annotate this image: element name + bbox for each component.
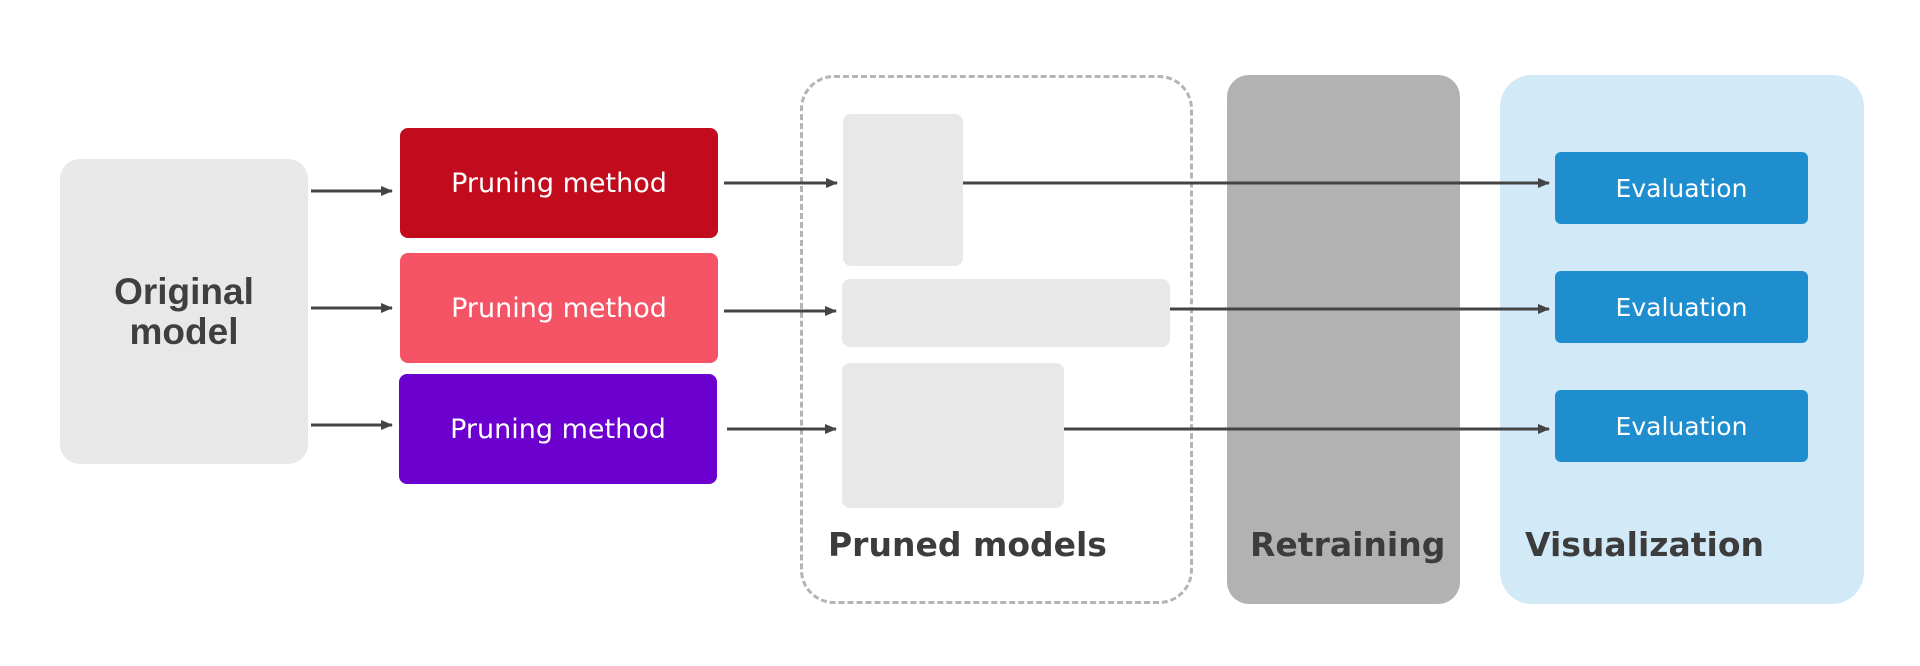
pruning-method-label-1: Pruning method xyxy=(451,167,667,199)
original-model-box: Original model xyxy=(60,159,308,464)
pruned-model-2 xyxy=(842,279,1170,347)
pruning-method-box-3: Pruning method xyxy=(399,374,717,484)
retraining-label: Retraining xyxy=(1250,525,1446,564)
pruning-method-label-2: Pruning method xyxy=(451,292,667,324)
retraining-panel xyxy=(1227,75,1460,604)
pruning-method-label-3: Pruning method xyxy=(450,413,666,445)
evaluation-box-3: Evaluation xyxy=(1555,390,1808,462)
evaluation-label-3: Evaluation xyxy=(1615,411,1748,441)
pruning-method-box-2: Pruning method xyxy=(400,253,718,363)
pruning-method-box-1: Pruning method xyxy=(400,128,718,238)
evaluation-label-1: Evaluation xyxy=(1615,173,1748,203)
evaluation-box-1: Evaluation xyxy=(1555,152,1808,224)
original-model-label: Original model xyxy=(114,270,254,352)
evaluation-label-2: Evaluation xyxy=(1615,292,1748,322)
pruned-models-label: Pruned models xyxy=(828,525,1107,564)
pruned-model-1 xyxy=(843,114,963,266)
visualization-label: Visualization xyxy=(1525,525,1765,564)
pruned-models-frame xyxy=(800,75,1193,604)
evaluation-box-2: Evaluation xyxy=(1555,271,1808,343)
pruned-model-3 xyxy=(842,363,1064,508)
